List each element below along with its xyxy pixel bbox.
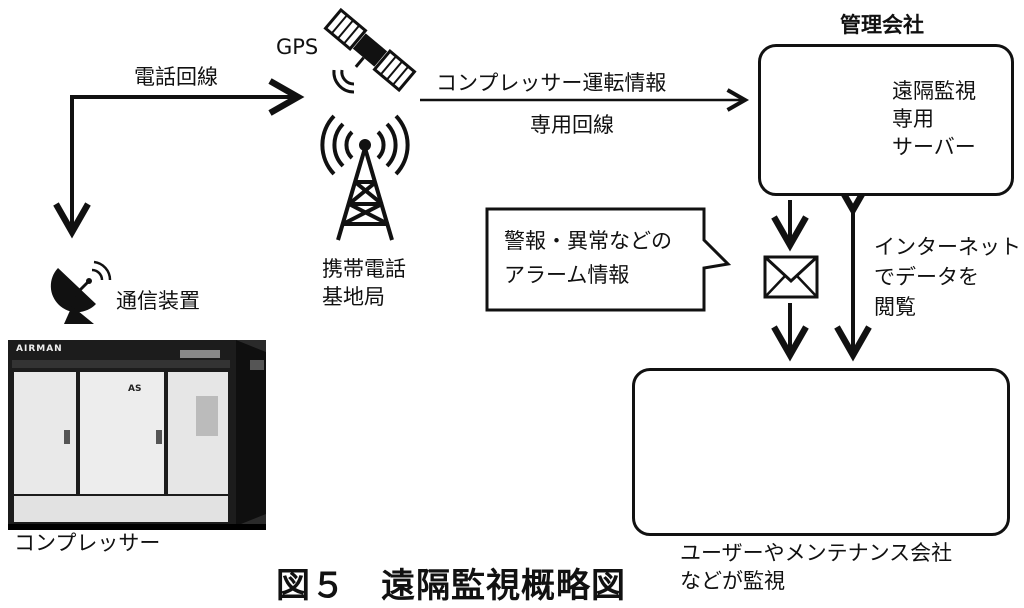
operation-info-label: コンプレッサー運転情報 (436, 71, 667, 95)
cell-tower-icon (320, 114, 410, 241)
envelope-icon (763, 255, 819, 299)
phone-line-arrow (70, 78, 305, 225)
internet-label-3: 閲覧 (874, 295, 916, 319)
satellite-icon (323, 7, 417, 93)
internet-label-1: インターネット (874, 235, 1021, 259)
phone-line-label: 電話回線 (134, 65, 218, 89)
internet-label-2: でデータを (874, 265, 979, 289)
satellite-signal-icon (332, 69, 355, 94)
satellite-dish-icon (50, 260, 112, 324)
users-label-2: などが監視 (680, 569, 785, 593)
alarm-label-2: アラーム情報 (504, 263, 630, 287)
users-devices-box (632, 368, 1010, 536)
server-label-1: 遠隔監視 (892, 79, 976, 103)
mobile-station-label-1: 携帯電話 (322, 257, 406, 281)
figure-caption: 図５ 遠隔監視概略図 (276, 566, 626, 606)
compressor-model-label: AS (128, 384, 142, 394)
dedicated-line-label: 専用回線 (530, 113, 614, 137)
server-label-2: 専用 (892, 107, 934, 131)
comms-device-label: 通信装置 (116, 289, 200, 313)
server-label-3: サーバー (892, 135, 976, 159)
alarm-callout (485, 207, 732, 312)
users-label-1: ユーザーやメンテナンス会社 (680, 541, 953, 565)
server-box (758, 44, 1014, 196)
compressor-image (8, 340, 266, 530)
alarm-label-1: 警報・異常などの (504, 229, 672, 253)
gps-label: GPS (276, 35, 319, 59)
compressor-brand-label: AIRMAN (16, 344, 63, 354)
compressor-label: コンプレッサー (14, 531, 161, 555)
mobile-station-label-2: 基地局 (322, 285, 385, 309)
management-company-label: 管理会社 (840, 13, 924, 37)
